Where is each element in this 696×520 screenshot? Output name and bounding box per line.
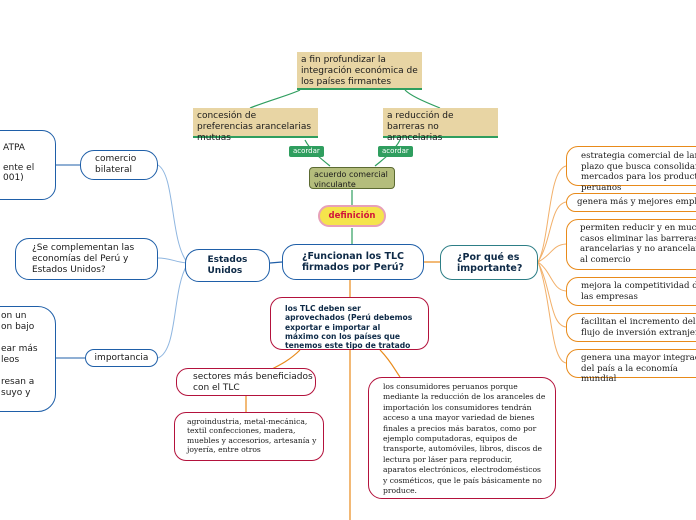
link-aprovechados-sectores bbox=[269, 349, 301, 371]
porque-item-6: genera una mayor integración del país a … bbox=[566, 349, 696, 384]
comercio-detail-node: ATPA ente el 001) bbox=[0, 130, 56, 200]
definicion-node[interactable]: definición bbox=[318, 205, 386, 227]
porque-item-1: estrategia comercial de largo plazo que … bbox=[566, 146, 696, 193]
porque-item-4: mejora la competitividad de las empresas bbox=[566, 277, 696, 306]
acordar-tag-left: acordar bbox=[289, 146, 324, 157]
comercio-bilateral-node[interactable]: comercio bilateral bbox=[80, 150, 158, 180]
objective-integration: a fin profundizar la integración económi… bbox=[297, 52, 422, 90]
por-que-node[interactable]: ¿Por qué es importante? bbox=[440, 245, 538, 280]
porque-item-3: permiten reducir y en muchos casos elimi… bbox=[566, 219, 696, 270]
link-porque-items-3 bbox=[537, 243, 567, 263]
sectores-detail-node: agroindustria, metal-mecánica, textil co… bbox=[174, 412, 324, 461]
objective-barriers: a reducción de barreras no arancelarias bbox=[383, 108, 498, 143]
link-porque-items-1 bbox=[537, 165, 567, 263]
consumidores-node: los consumidores peruanos porque mediant… bbox=[368, 377, 556, 499]
central-topic[interactable]: ¿Funcionan los TLC firmados por Perú? bbox=[282, 244, 424, 280]
link-porque-items-4 bbox=[537, 261, 567, 292]
link-porque-items-6 bbox=[537, 261, 567, 364]
porque-item-5: facilitan el incremento del flujo de inv… bbox=[566, 313, 696, 342]
link-aprovechados-consumidores bbox=[379, 349, 401, 378]
importancia-detail-node: on un on bajo ear más leos resan a suyo … bbox=[0, 306, 56, 412]
acuerdo-box: acuerdo comercial vinculante bbox=[309, 167, 395, 189]
link-estados-comercio bbox=[157, 164, 188, 263]
link-center-estados bbox=[269, 261, 283, 264]
link-top-left bbox=[249, 89, 301, 109]
estados-unidos-node[interactable]: Estados Unidos bbox=[185, 249, 270, 282]
importancia-node[interactable]: importancia bbox=[85, 349, 158, 367]
sectores-node[interactable]: sectores más beneficiados con el TLC bbox=[176, 368, 316, 396]
porque-item-2: genera más y mejores empleos bbox=[566, 193, 696, 212]
link-estados-importancia bbox=[157, 264, 188, 359]
aprovechados-node[interactable]: los TLC deben ser aprovechados (Perú deb… bbox=[270, 297, 429, 350]
acordar-tag-right: acordar bbox=[378, 146, 413, 157]
complementan-node[interactable]: ¿Se complementan las economías del Perú … bbox=[15, 238, 158, 280]
link-estados-complementan bbox=[157, 257, 188, 264]
link-porque-items-5 bbox=[537, 261, 567, 328]
link-top-right bbox=[404, 89, 441, 109]
objective-preferences: concesión de preferencias arancelarias m… bbox=[193, 108, 318, 143]
link-porque-items-2 bbox=[537, 201, 567, 263]
